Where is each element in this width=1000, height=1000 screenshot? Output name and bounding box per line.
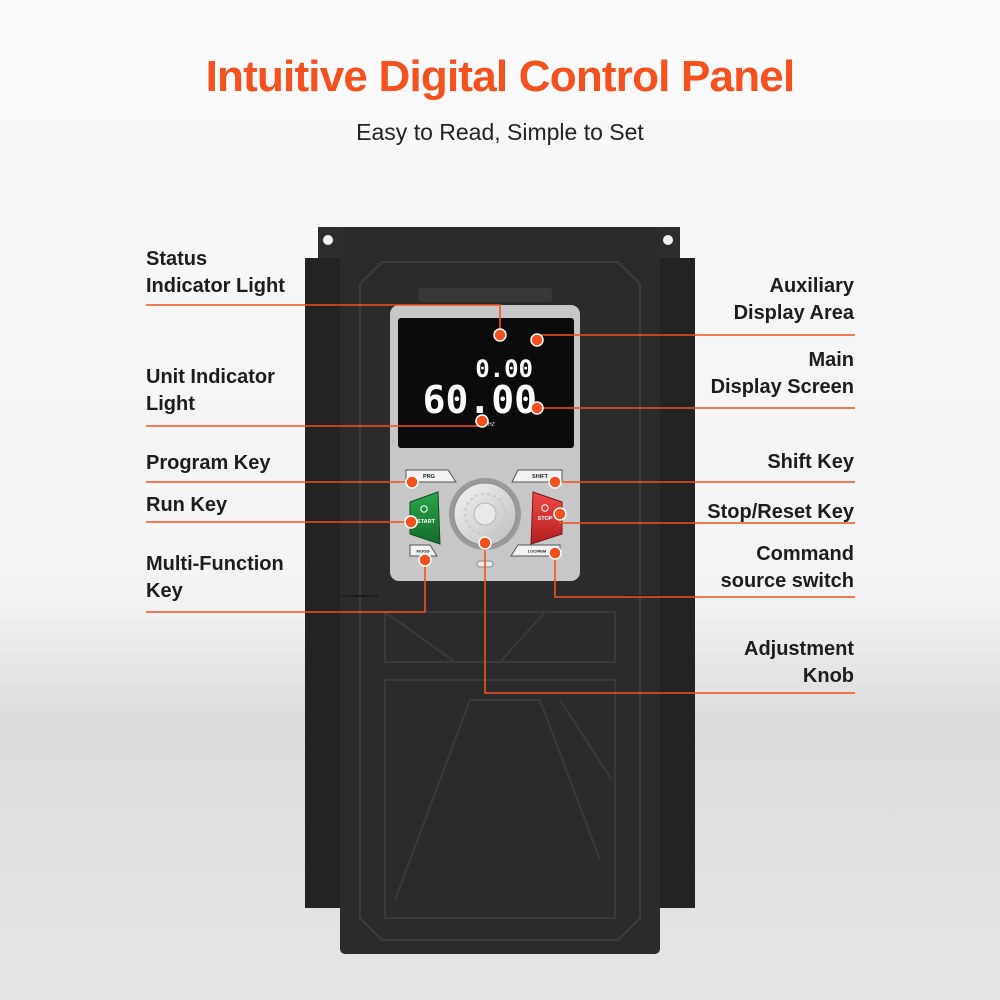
mount-hole-left [323,235,333,245]
prg-key[interactable] [405,469,457,483]
multifunction-key-label: M/JOG [417,549,430,554]
callout-dot-program [405,475,419,489]
callout-main-display: Main Display Screen [710,349,854,398]
callout-multifunction-key: Multi-Function Key [146,553,284,602]
callout-stop-reset-key: Stop/Reset Key [707,501,854,523]
mount-hole-right [663,235,673,245]
start-icon [420,505,428,513]
lcd-screen [398,318,574,448]
callout-dot-status [493,328,507,342]
callout-dot-main [530,401,544,415]
stop-icon [541,504,549,512]
callout-dots [404,328,567,567]
shift-key-label: SHIFT [532,474,549,480]
callout-program-key: Program Key [146,452,271,474]
callout-dot-knob [478,536,492,550]
callout-dot-unit [475,414,489,428]
callout-command-source: Command source switch [720,543,854,592]
callout-dot-shift [548,475,562,489]
callout-shift-key: Shift Key [767,451,854,473]
keypad-panel: 0.00 60.00 HZ PRG SHIFT START STOP M/JOG… [390,305,580,581]
multifunction-key[interactable] [409,544,438,557]
panel-hinge [418,288,552,302]
housing-side-left [305,258,345,908]
callout-run-key: Run Key [146,494,228,516]
callout-dot-command [548,546,562,560]
embossed-pattern [384,611,616,919]
callout-unit-indicator: Unit Indicator Light [146,366,275,415]
callout-adjustment-knob: Adjustment Knob [744,638,854,687]
loc-rem-key-label: LOC/REM [528,549,547,554]
stop-key-label: STOP [538,516,553,522]
aux-display-value: 0.00 [475,355,533,383]
page-subtitle: Easy to Read, Simple to Set [356,119,644,145]
housing-side-right [655,258,695,908]
callout-dot-auxiliary [530,333,544,347]
page-title: Intuitive Digital Control Panel [205,52,796,101]
start-key-label: START [417,519,436,525]
prg-key-label: PRG [423,474,435,480]
callout-line-multifunction [146,560,426,613]
callout-dot-run [404,515,418,529]
callout-line-knob [484,543,855,694]
callout-status-indicator: Status Indicator Light [146,248,285,297]
callout-auxiliary-display: Auxiliary Display Area [733,275,854,324]
unit-indicator-hz: HZ [488,422,495,428]
callout-dot-stopreset [553,507,567,521]
callout-line-command [554,553,855,598]
stop-key[interactable] [530,491,563,545]
callout-dot-multifunction [418,553,432,567]
callout-line-status [146,304,501,335]
